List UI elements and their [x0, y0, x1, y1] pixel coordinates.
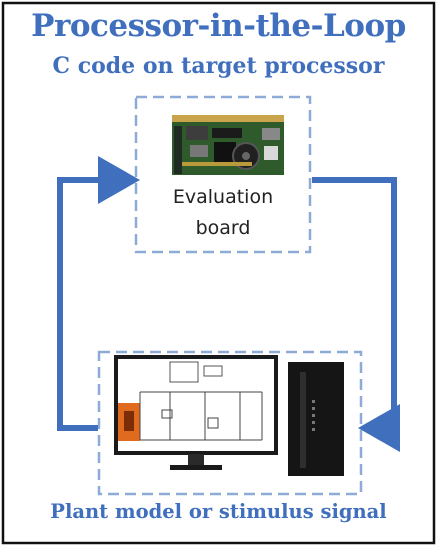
plant-label: Plant model or stimulus signal — [50, 500, 387, 523]
monitor-image — [114, 355, 278, 470]
board-label-line2: board — [195, 217, 251, 239]
arrow-board-to-plant — [312, 177, 400, 452]
evaluation-board-image — [172, 115, 284, 175]
diagram-subtitle: C code on target processor — [52, 53, 385, 79]
board-label-line1: Evaluation — [172, 186, 274, 208]
desktop-tower-image — [288, 362, 344, 476]
arrow-plant-to-board — [57, 156, 140, 431]
diagram-title: Processor-in-the-Loop — [31, 8, 406, 44]
